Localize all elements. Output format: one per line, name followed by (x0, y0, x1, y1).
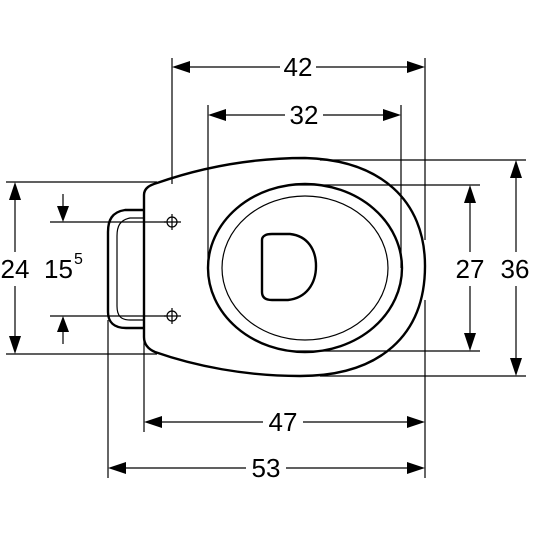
dim-27 (464, 185, 476, 351)
label-27: 27 (456, 254, 485, 284)
label-32: 32 (290, 100, 319, 130)
label-53: 53 (252, 453, 281, 483)
cistern-block (106, 208, 144, 330)
label-24: 24 (1, 254, 30, 284)
dim-42 (172, 61, 425, 73)
extension-lines (6, 58, 526, 478)
label-42: 42 (284, 52, 313, 82)
dim-15-5 (57, 194, 69, 344)
seat-inner-ring (221, 195, 389, 341)
bowl-outer-outline (142, 156, 427, 378)
dim-24 (9, 182, 21, 354)
seat-outer-ring (206, 182, 404, 354)
label-15-base: 15 (44, 254, 73, 284)
drain-opening (260, 232, 318, 302)
label-47: 47 (269, 407, 298, 437)
mounting-hole-bottom (164, 308, 181, 324)
dim-47 (144, 416, 425, 428)
cistern-inner-line (116, 217, 144, 321)
label-36: 36 (501, 254, 530, 284)
dim-53 (108, 462, 425, 474)
label-15-superscript: 5 (74, 251, 83, 268)
mounting-hole-top (164, 214, 181, 230)
dim-36 (510, 160, 522, 376)
toilet-bowl (106, 156, 427, 378)
dim-32 (208, 109, 401, 121)
